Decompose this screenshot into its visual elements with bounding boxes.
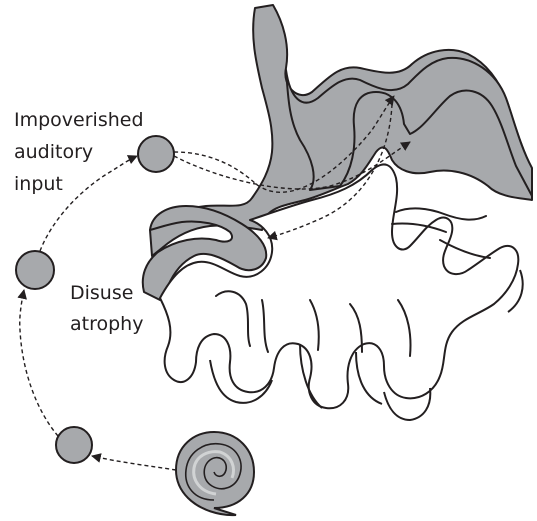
arrow-cochlea-to-node1	[92, 456, 176, 470]
node-cochlear-nucleus	[56, 427, 92, 463]
label-disuse-atrophy: Disuse atrophy	[70, 282, 143, 335]
label-input-line3: input	[14, 173, 63, 195]
node-midbrain	[16, 251, 54, 289]
node-thalamus	[138, 136, 174, 172]
arrow-node1-to-node2	[20, 290, 58, 436]
cochlea	[176, 432, 254, 515]
label-impoverished-input: Impoverished auditory input	[14, 109, 144, 195]
arrow-node2-to-node3	[40, 156, 137, 251]
white-matter	[160, 164, 518, 408]
label-atrophy-line1: Disuse	[70, 282, 133, 304]
label-input-line1: Impoverished	[14, 109, 144, 131]
brain-cross-section	[143, 5, 532, 420]
label-input-line2: auditory	[14, 141, 93, 163]
label-atrophy-line2: atrophy	[70, 313, 143, 335]
